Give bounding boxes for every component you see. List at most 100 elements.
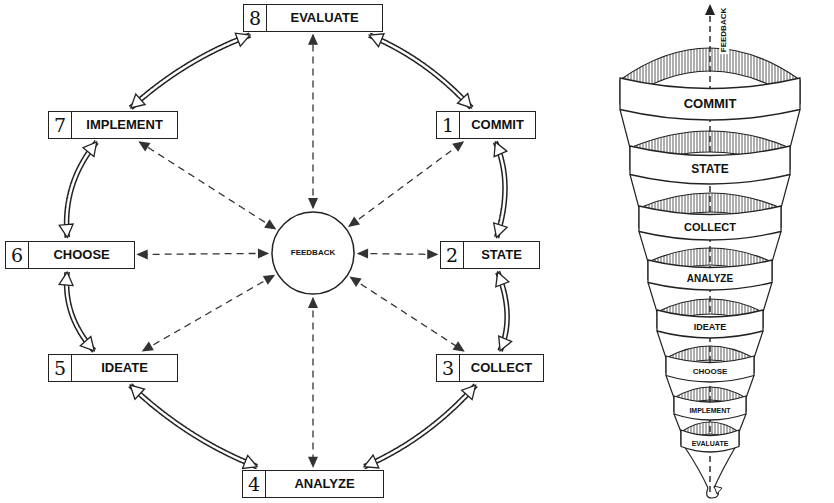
step-number: 6 (6, 242, 29, 268)
band-text: IMPLEMENT (689, 407, 730, 415)
arrowhead (131, 94, 145, 108)
arrowhead (428, 250, 437, 258)
double-line (131, 35, 250, 108)
arrowhead (494, 142, 507, 157)
arrowhead (138, 250, 147, 258)
step-box: 8EVALUATE (243, 4, 383, 32)
spiral-band: CHOOSE (666, 356, 754, 382)
arrowhead (243, 455, 258, 468)
double-line (495, 142, 505, 238)
double-line (364, 385, 476, 467)
feedback-arrow (351, 278, 464, 351)
band-outline (620, 78, 800, 120)
spiral-band: COMMIT (620, 78, 800, 120)
arrowhead (83, 142, 97, 157)
arrowhead (358, 250, 367, 258)
spiral-band: EVALUATE (681, 430, 739, 452)
arrowhead (80, 337, 94, 351)
step-name: IMPLEMENT (72, 112, 177, 138)
cycle-arrow (364, 385, 476, 468)
spiral-band: IMPLEMENT (674, 396, 746, 420)
step-box: 5IDEATE (48, 354, 178, 382)
double-line (369, 35, 471, 108)
dashed-line (143, 276, 274, 351)
feedback-arrow (138, 249, 268, 258)
feedback-arrow (143, 276, 274, 351)
arrowhead (143, 343, 153, 351)
cycle-arrow (369, 34, 471, 108)
cycle-arrow (496, 272, 512, 351)
double-line (67, 142, 97, 238)
arrowhead (364, 455, 379, 468)
dashed-line (138, 253, 268, 254)
band-text: STATE (691, 163, 729, 176)
band-text: EVALUATE (692, 440, 729, 448)
arrowhead (309, 35, 317, 44)
spiral-band: STATE (630, 146, 790, 184)
dashed-line (312, 298, 313, 466)
double-line (130, 385, 257, 467)
feedback-axis-arrowhead (705, 4, 715, 15)
band-text: ANALYZE (687, 273, 733, 284)
feedback-arrow (140, 142, 275, 229)
arrowhead (235, 33, 250, 46)
dashed-line (312, 35, 313, 207)
arrowhead (454, 343, 464, 351)
band-outline (639, 206, 781, 240)
double-line (130, 385, 257, 467)
band-text: COMMIT (684, 97, 737, 111)
band-outline (681, 430, 739, 452)
band-outline (630, 146, 790, 184)
step-number: 1 (437, 112, 460, 138)
arrowhead (462, 385, 476, 399)
band-outline (657, 310, 763, 338)
band-text: IDEATE (694, 323, 726, 333)
double-line (495, 142, 505, 238)
step-name: COLLECT (460, 355, 543, 381)
double-line (131, 35, 250, 108)
arrowhead (59, 224, 73, 238)
arrowhead (453, 142, 463, 151)
arrowhead (351, 278, 361, 286)
band-outline (648, 260, 772, 290)
dashed-line (349, 142, 463, 226)
step-box: 3COLLECT (436, 354, 544, 382)
arrowhead (458, 94, 472, 108)
feedback-arrow (309, 35, 317, 207)
step-box: 7IMPLEMENT (48, 111, 178, 139)
arrowhead (309, 298, 317, 307)
step-number: 5 (49, 355, 72, 381)
step-name: IDEATE (72, 355, 177, 381)
dashed-line (351, 278, 464, 351)
spiral-band: ANALYZE (648, 260, 772, 290)
feedback-circle: FEEDBACK (271, 211, 355, 295)
arrowhead (59, 272, 73, 286)
spiral-tip-arrowhead (714, 486, 722, 494)
cycle-arrow (59, 272, 94, 351)
step-name: STATE (464, 242, 539, 268)
band-outline (674, 396, 746, 420)
step-box: 4ANALYZE (242, 470, 384, 498)
feedback-text: FEEDBACK (291, 248, 335, 258)
double-line (369, 35, 471, 108)
arrowhead (499, 336, 512, 351)
cycle-arrow (59, 142, 96, 238)
arrowhead (259, 249, 268, 257)
dashed-line (358, 253, 437, 255)
arrowhead (140, 142, 150, 150)
double-line (67, 142, 97, 238)
band-text: COLLECT (684, 221, 736, 233)
arrowhead (369, 34, 384, 47)
dashed-line (140, 142, 275, 229)
double-line (364, 385, 476, 467)
step-name: COMMIT (460, 112, 535, 138)
arrowhead (309, 457, 317, 466)
cycle-arrow (494, 142, 507, 238)
axis-label: FEEDBACK (719, 6, 729, 54)
spiral-band: COLLECT (639, 206, 781, 240)
step-box: 2STATE (440, 241, 540, 269)
step-name: ANALYZE (266, 471, 383, 497)
arrowhead (494, 223, 507, 238)
step-number: 3 (437, 355, 460, 381)
arrowhead (496, 272, 509, 287)
